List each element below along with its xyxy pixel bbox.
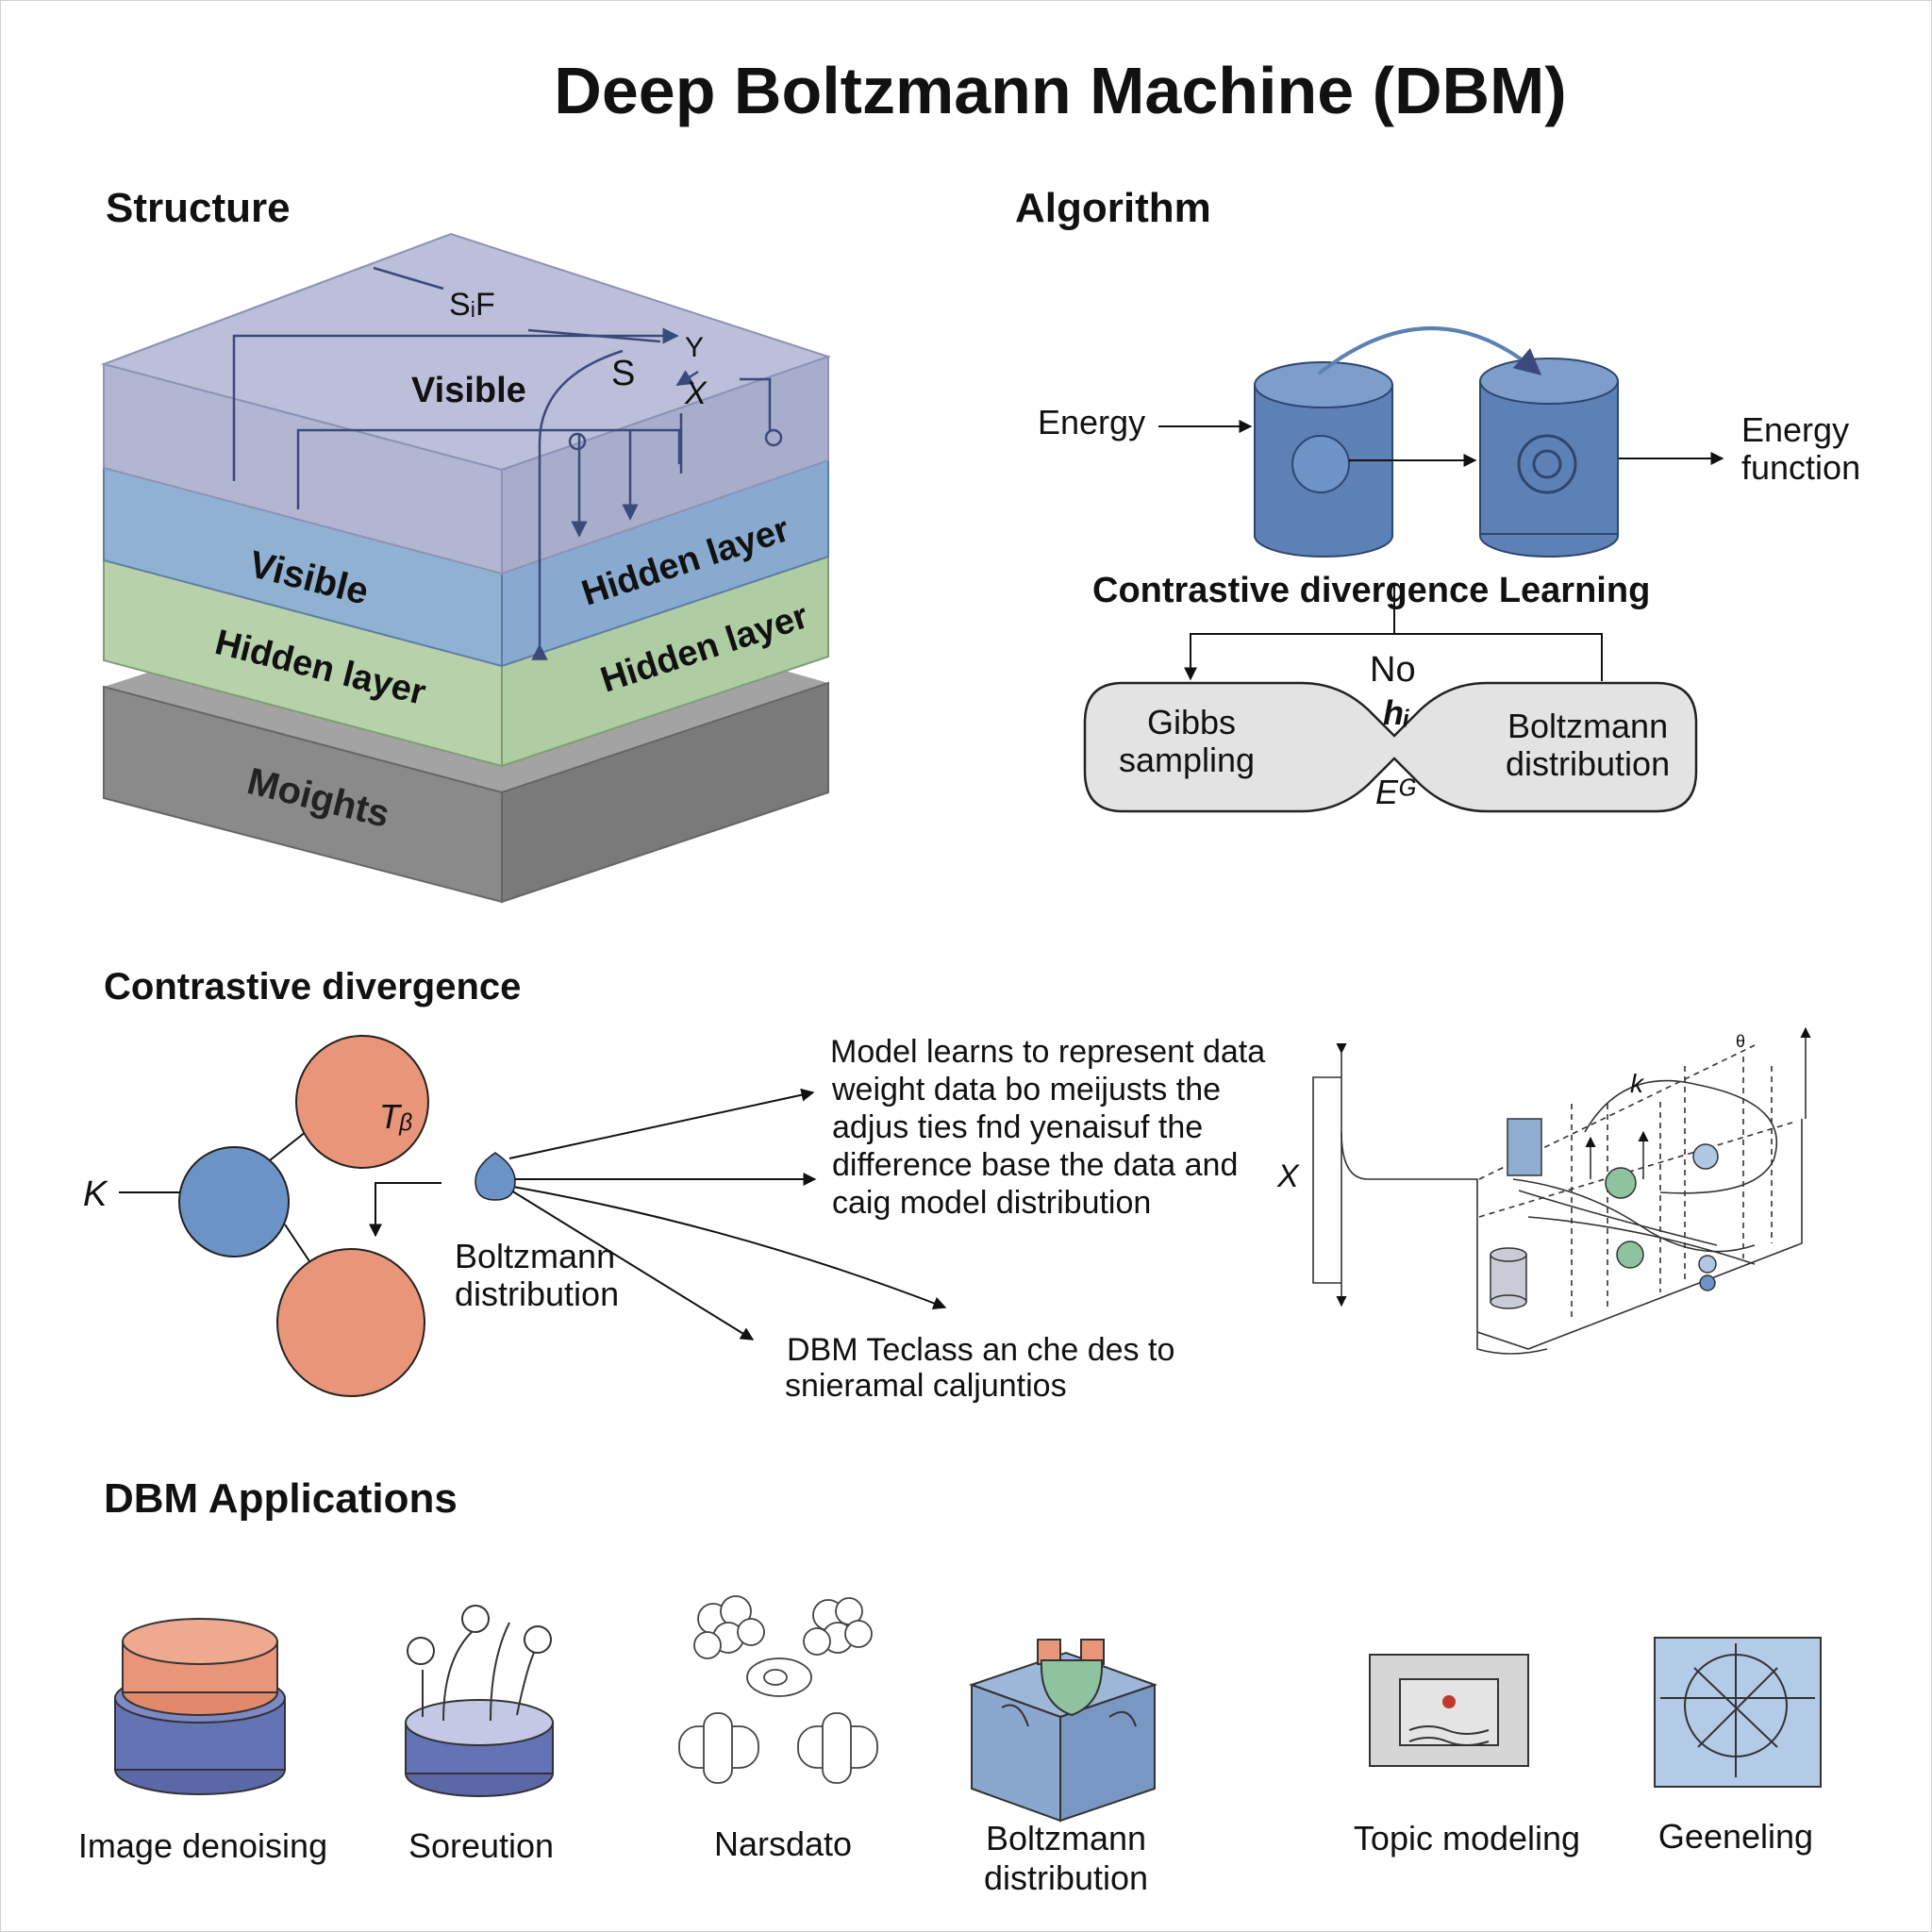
gibbs-line1: Gibbs: [1147, 703, 1236, 741]
app-label-topic-modeling: Topic modeling: [1330, 1819, 1604, 1858]
app-label-boltzmann: Boltzmann distribution: [943, 1819, 1189, 1898]
network-cylinder-top: [1507, 1118, 1542, 1176]
app-label-line: Boltzmann: [985, 1819, 1147, 1857]
cd-boltz-line1: Boltzmann: [455, 1237, 615, 1275]
node-small-blue: [475, 1152, 516, 1201]
struct-label-sf: SᵢF: [449, 287, 495, 323]
energy-in-label: Energy: [1038, 403, 1145, 441]
network-cylinder-bottom: [1490, 1247, 1527, 1309]
network-node-4: [1698, 1255, 1717, 1274]
cd-bottom-line1: DBM Teclass an che des to: [787, 1332, 1174, 1368]
app-label-line: Image denoising: [77, 1826, 328, 1865]
cylinder-right: [1479, 358, 1619, 558]
app-label-line: distribution: [983, 1858, 1149, 1897]
applications-heading: DBM Applications: [104, 1475, 458, 1522]
visible-layer-top: [100, 232, 832, 575]
gibbs-boltzmann-shape: [1083, 681, 1698, 813]
cd-text-line-3: difference base the data and: [832, 1147, 1238, 1183]
network-label-theta: θ: [1736, 1032, 1745, 1051]
boltz-line2: distribution: [1506, 744, 1670, 783]
app-label-soreution: Soreution: [358, 1826, 604, 1866]
gibbs-line2: sampling: [1119, 741, 1255, 779]
struct-label-visible-top: Visible: [411, 371, 526, 410]
app-label-line: Soreution: [408, 1826, 555, 1865]
label-k: K: [83, 1174, 108, 1214]
cd-text-line-2: adjus ties fnd yenaisuf the: [832, 1109, 1203, 1145]
soreution-icon: [405, 1605, 554, 1797]
image-denoising-icon: [114, 1618, 286, 1795]
boltzmann-icon: [968, 1639, 1158, 1823]
app-label-narsdato: Narsdato: [660, 1824, 906, 1864]
structure-arrows: [232, 266, 783, 660]
app-label-line: Geeneling: [1657, 1817, 1814, 1856]
struct-label-x: X: [684, 375, 708, 411]
network-schematic: [1312, 1026, 1811, 1355]
structure-heading: Structure: [106, 185, 291, 231]
energy-out-line1: Energy: [1741, 410, 1849, 449]
topic-modeling-icon: [1369, 1654, 1529, 1767]
node-orange-top: [295, 1035, 429, 1169]
struct-label-y: Y: [685, 332, 704, 363]
cylinder-left: [1254, 361, 1393, 558]
network-label-x: X: [1276, 1158, 1300, 1194]
app-label-geeneling: Geeneling: [1623, 1817, 1849, 1857]
geeneling-icon: [1654, 1637, 1822, 1788]
network-node-2: [1616, 1241, 1644, 1269]
app-label-line: Narsdato: [713, 1824, 853, 1863]
contrastive-heading: Contrastive divergence: [104, 966, 522, 1008]
node-blue: [178, 1146, 290, 1257]
network-node-1: [1605, 1167, 1637, 1199]
network-node-5: [1699, 1274, 1716, 1291]
algorithm-arrows: [1158, 326, 1724, 681]
page-title: Deep Boltzmann Machine (DBM): [554, 54, 1567, 127]
algorithm-heading: Algorithm: [1015, 185, 1211, 231]
cd-text-line-0: Model learns to represent data: [830, 1034, 1265, 1070]
label-e: Eᴳ: [1375, 773, 1416, 811]
boltz-line1: Boltzmann: [1507, 707, 1668, 745]
cd-text-line-1: weight data bo meijusts the: [831, 1072, 1221, 1108]
node-orange-bottom: [276, 1248, 425, 1397]
app-label-image-denoising: Image denoising: [57, 1826, 349, 1866]
cd-text-line-4: caig model distribution: [832, 1185, 1151, 1221]
cd-boltz-line2: distribution: [455, 1274, 619, 1313]
struct-label-s: S: [611, 354, 635, 393]
network-label-k: k: [1630, 1069, 1645, 1098]
app-label-line: Topic modeling: [1353, 1819, 1581, 1857]
label-no: No: [1370, 650, 1416, 690]
cd-learning-label: Contrastive divergence Learning: [1092, 571, 1650, 610]
network-node-3: [1692, 1143, 1719, 1170]
energy-out-line2: function: [1741, 448, 1860, 487]
cd-bottom-line2: snieramal caljuntios: [785, 1368, 1067, 1404]
label-h: hᵢ: [1383, 693, 1409, 732]
narsdato-icon: [678, 1595, 878, 1784]
label-t: Tᵦ: [379, 1097, 413, 1136]
